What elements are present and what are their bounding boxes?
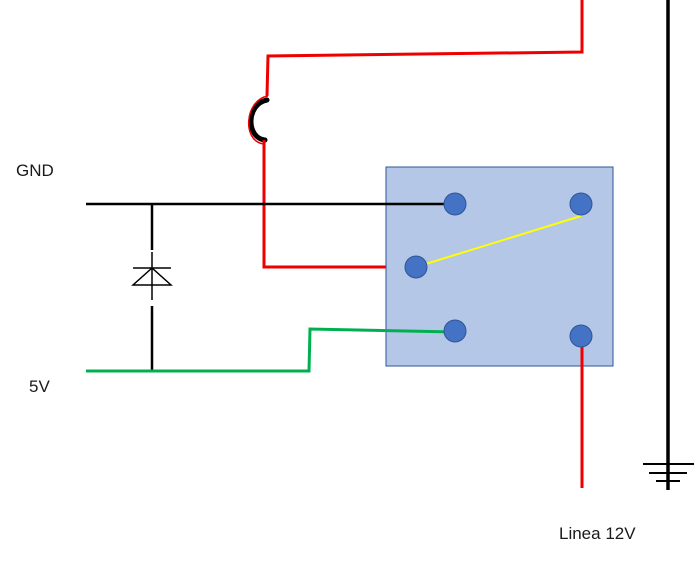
five-volt-label: 5V — [29, 377, 50, 396]
buzzer-outline-icon — [248, 95, 269, 145]
red-wire-top — [265, 0, 584, 97]
red-wire-to-common — [262, 140, 416, 269]
relay-pin-common — [404, 255, 428, 279]
relay-pin-coil — [443, 319, 467, 343]
gnd-label: GND — [16, 161, 54, 180]
relay-switch-contact — [415, 215, 582, 268]
buzzer-icon — [248, 97, 270, 143]
relay-pin-nc-left — [443, 192, 467, 216]
relay-pin-nc-right — [569, 192, 593, 216]
relay-pin-no — [569, 324, 593, 348]
five-volt-wire — [86, 327, 456, 373]
diode-icon — [131, 252, 173, 300]
line-12v-label: Linea 12V — [559, 524, 636, 543]
ground-symbol-icon — [643, 463, 694, 482]
